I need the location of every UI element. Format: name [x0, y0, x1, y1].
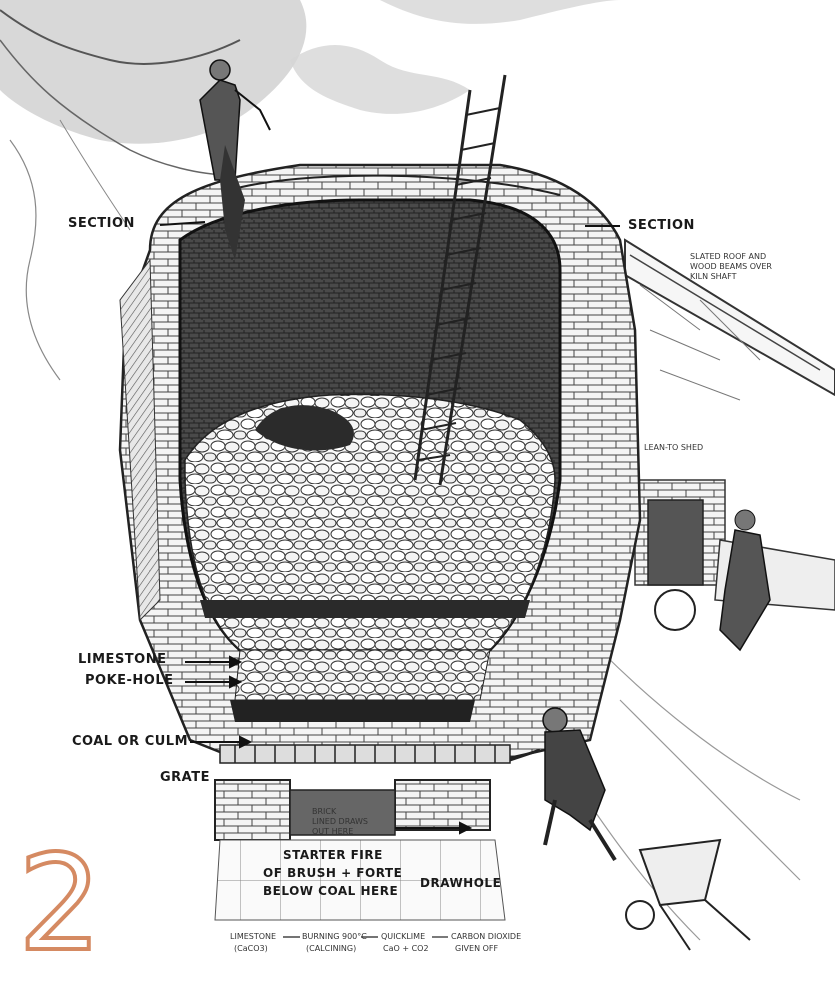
reaction-given-off: GIVEN OFF [455, 944, 498, 954]
poke-hole-label: POKE-HOLE [85, 673, 174, 688]
section-label-right: SECTION [628, 218, 695, 233]
roof-note-3: KILN SHAFT [690, 272, 737, 282]
roof-note-2: WOOD BEAMS OVER [690, 262, 772, 272]
wheelbarrow [626, 840, 750, 950]
reaction-burning: BURNING 900°C [302, 932, 367, 942]
reaction-cao-co2: CaO + CO2 [383, 944, 429, 954]
reaction-limestone: LIMESTONE [230, 932, 276, 942]
reaction-calcining: (CALCINING) [306, 944, 356, 954]
grate-bars [220, 745, 510, 763]
section-label-left: SECTION [68, 216, 135, 231]
starter-fire-line2: OF BRUSH + FORTE [263, 866, 402, 880]
limestone-label: LIMESTONE [78, 652, 166, 667]
starter-fire-line1: STARTER FIRE [283, 848, 383, 862]
brick-note-3: OUT HERE [312, 827, 353, 837]
lean-to-label: LEAN-TO SHED [644, 443, 703, 453]
draw-hole-label: DRAWHOLE [420, 876, 501, 890]
reaction-caco3: (CaCO3) [234, 944, 268, 954]
step-number: 2 [18, 838, 102, 970]
brick-note-2: LINED DRAWS [312, 817, 368, 827]
grate-label: GRATE [160, 770, 210, 785]
roof-note-1: SLATED ROOF AND [690, 252, 766, 262]
reaction-quicklime: QUICKLIME [381, 932, 425, 942]
brick-note-1: BRICK [312, 807, 336, 817]
starter-fire-line3: BELOW COAL HERE [263, 884, 398, 898]
reaction-carbon: CARBON DIOXIDE [451, 932, 521, 942]
coal-label: COAL OR CULM [72, 734, 188, 749]
